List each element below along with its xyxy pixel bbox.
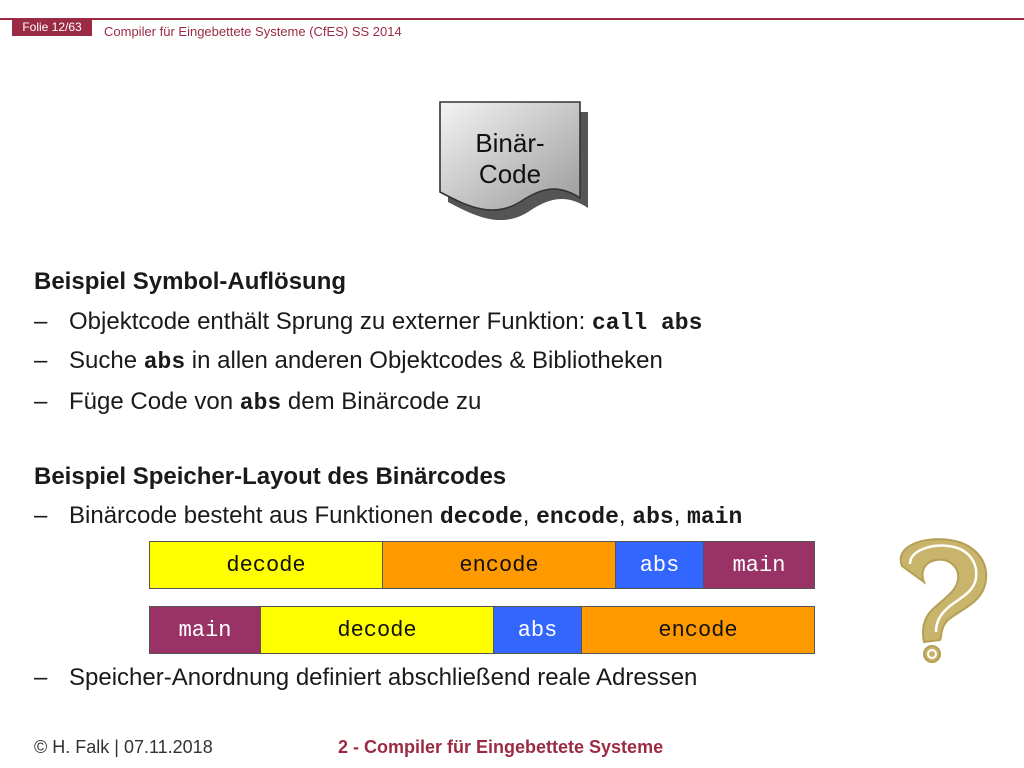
document-icon [439,101,588,220]
question-mark-icon [899,538,988,663]
course-title: Compiler für Eingebettete Systeme (CfES)… [104,24,402,39]
section1-bullet-2: –Suche abs in allen anderen Objektcodes … [34,347,663,375]
memory-segment-encode: encode [382,541,616,589]
memory-segment-abs: abs [615,541,704,589]
code-abs: abs [143,349,186,375]
code-abs: abs [632,504,674,530]
slide-number-tab: Folie 12/63 [12,19,92,36]
code-decode: decode [439,504,523,530]
code-encode: encode [536,504,619,530]
code-main: main [687,504,743,530]
memory-segment-main: main [149,606,261,654]
memory-segment-encode: encode [581,606,815,654]
footer-chapter: 2 - Compiler für Eingebettete Systeme [338,737,664,757]
memory-segment-decode: decode [149,541,383,589]
code-abs: abs [239,390,282,416]
section1-bullet-1: –Objektcode enthält Sprung zu externer F… [34,308,703,336]
memory-segment-decode: decode [260,606,494,654]
document-label: Binär- Code [438,128,582,190]
footer-author-date: © H. Falk | 07.11.2018 [34,737,213,757]
header-bar [0,18,1024,20]
code-call-abs: call abs [591,310,703,336]
section2-heading: Beispiel Speicher-Layout des Binärcodes [34,463,507,490]
memory-segment-main: main [703,541,815,589]
document-label-line1: Binär- [475,128,545,158]
section2-bullet-1: –Binärcode besteht aus Funktionen decode… [34,502,743,530]
section2-bullet-2: –Speicher-Anordnung definiert abschließe… [34,664,698,691]
section1-bullet-3: –Füge Code von abs dem Binärcode zu [34,388,482,416]
section1-heading: Beispiel Symbol-Auflösung [34,268,347,295]
memory-segment-abs: abs [493,606,582,654]
document-label-line2: Code [478,159,542,189]
